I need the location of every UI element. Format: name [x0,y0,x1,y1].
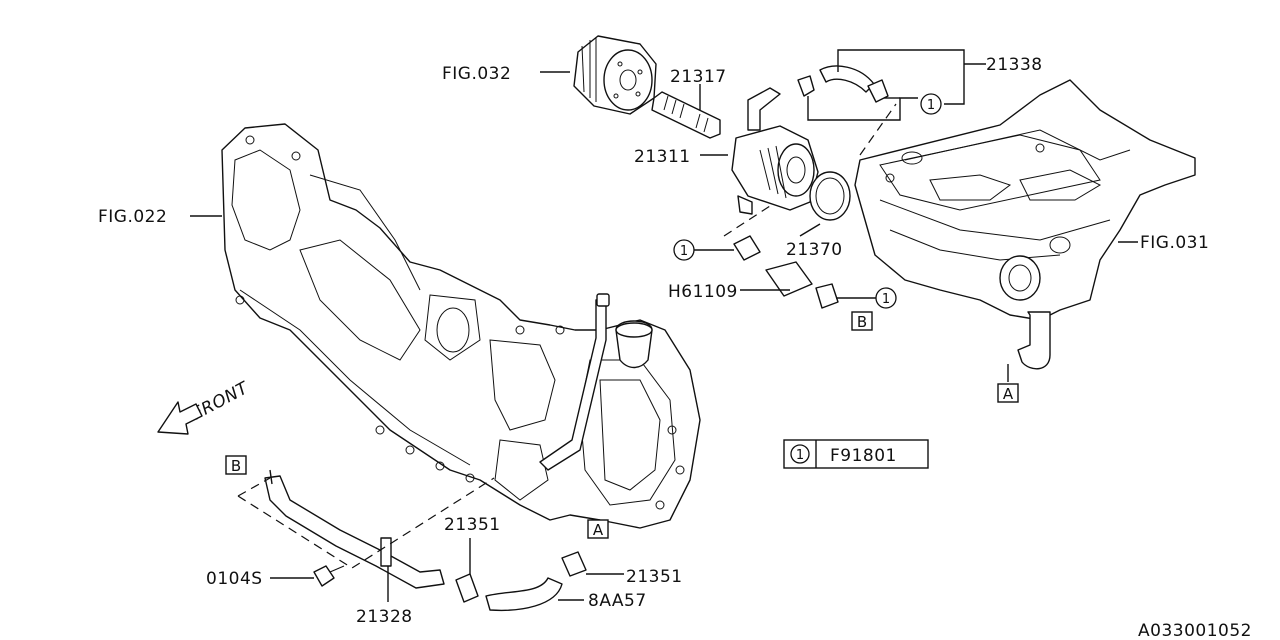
label-21328: 21328 [356,607,413,627]
oil-cooler [731,87,819,215]
svg-text:B: B [857,313,867,331]
svg-text:1: 1 [680,244,688,259]
lower-hose-assembly [733,235,839,309]
callout-circle-1-left: 1 [673,239,695,261]
label-fig022: FIG.022 [98,207,167,227]
label-21370: 21370 [786,240,843,260]
leader-lines [190,49,1138,602]
oil-pan-assembly [854,79,1196,370]
hose-8aa57 [455,551,587,612]
label-fig032: FIG.032 [442,64,511,84]
connector-bolt [651,91,721,139]
svg-text:A: A [593,521,604,539]
legend-part-number: F91801 [830,446,897,466]
svg-text:A: A [1003,385,1014,403]
oil-filter [573,35,657,115]
label-8aa57: 8AA57 [588,591,647,611]
label-0104s: 0104S [206,569,263,589]
bolt-0104s [313,565,345,587]
front-arrow-icon [157,401,203,435]
svg-text:1: 1 [927,98,935,113]
label-fig031: FIG.031 [1140,233,1209,253]
upper-hose-assembly [797,65,889,103]
label-h61109: H61109 [668,282,738,302]
callout-circle-1-top: 1 [920,93,942,115]
legend-box: 1 F91801 [783,439,929,469]
svg-text:1: 1 [882,292,890,307]
alignment-dashes [237,103,897,569]
label-21338: 21338 [986,55,1043,75]
o-ring-inner [815,177,845,215]
water-pipe [264,475,445,589]
label-diagram-code: A033001052 [1138,621,1252,640]
label-21311: 21311 [634,147,691,167]
timing-cover-assembly [221,123,701,529]
svg-text:B: B [231,457,241,475]
ref-box-b-right: B [851,311,873,331]
ref-box-b-left: B [225,455,247,475]
label-21351-right: 21351 [626,567,683,587]
ref-box-a-right: A [997,383,1019,403]
label-21351-left: 21351 [444,515,501,535]
ref-box-a-left: A [587,519,609,539]
callout-circle-1-right: 1 [875,287,897,309]
label-21317: 21317 [670,67,727,87]
legend-symbol: 1 [796,448,804,463]
